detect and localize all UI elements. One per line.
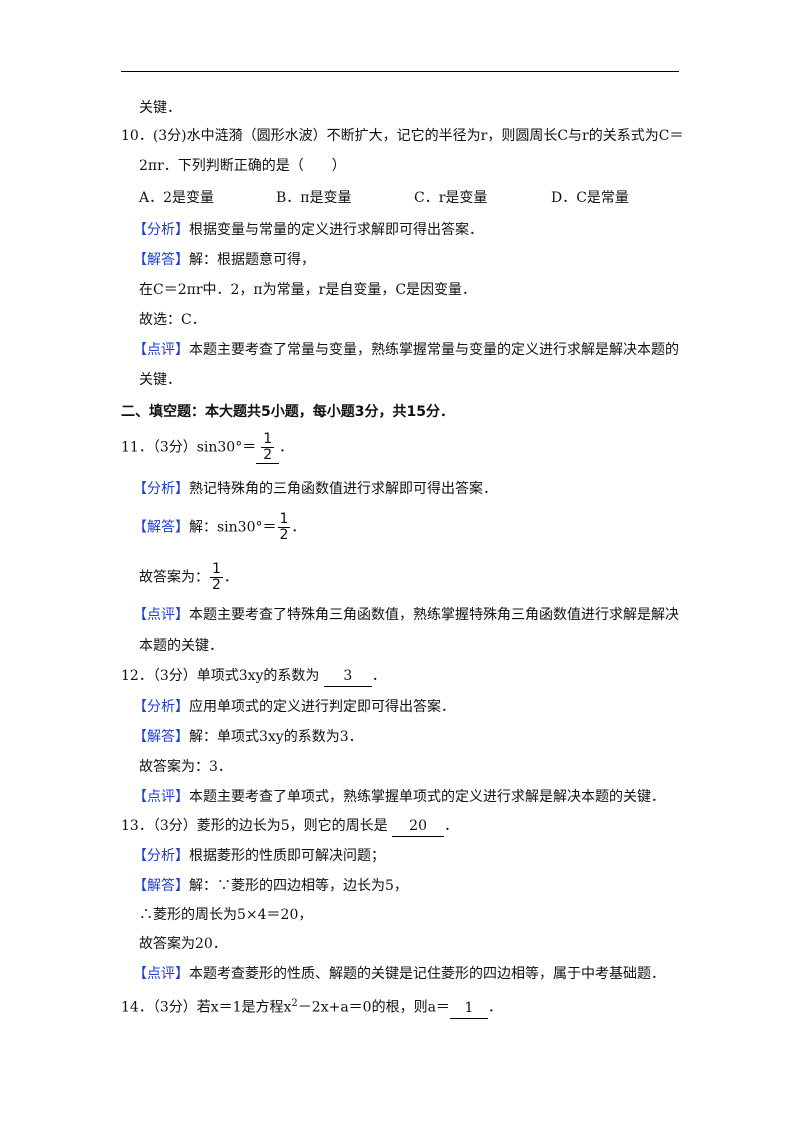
comment-line: 【点评】本题主要考查了常量与变量，熟练掌握常量与变量的定义进行求解是解决本题的 bbox=[133, 340, 679, 360]
analysis-text: 根据变量与常量的定义进行求解即可得出答案． bbox=[189, 222, 483, 238]
solution-text: 解：sin30°＝ bbox=[189, 519, 277, 536]
period: ． bbox=[487, 999, 502, 1016]
period: ． bbox=[444, 818, 459, 834]
solution-step: 在C＝2πr中．2，π为常量，r是自变量，C是因变量． bbox=[139, 282, 477, 298]
analysis-tag: 【分析】 bbox=[133, 222, 189, 238]
solution-text: 解：单项式3xy的系数为3． bbox=[189, 729, 363, 745]
solution-tag: 【解答】 bbox=[133, 878, 189, 894]
section-heading: 二、填空题：本大题共5小题，每小题3分，共15分． bbox=[121, 404, 454, 420]
text-line: 关键． bbox=[139, 100, 181, 116]
solution-final: 故答案为：3． bbox=[139, 759, 232, 775]
comment-tag: 【点评】 bbox=[133, 789, 189, 805]
analysis-line: 【分析】根据变量与常量的定义进行求解即可得出答案． bbox=[133, 220, 483, 240]
fraction-denominator: 2 bbox=[212, 577, 221, 593]
comment-text: 本题考查菱形的性质、解题的关键是记住菱形的四边相等，属于中考基础题． bbox=[189, 966, 665, 982]
comment-line: 【点评】本题主要考查了单项式，熟练掌握单项式的定义进行求解是解决本题的关键． bbox=[133, 787, 665, 807]
question-14-answer: 1 bbox=[449, 998, 488, 1019]
solution-tag: 【解答】 bbox=[133, 729, 189, 745]
question-13-answer: 20 bbox=[392, 816, 445, 837]
option-c: C．r是变量 bbox=[414, 190, 488, 206]
analysis-text: 根据菱形的性质即可解决问题； bbox=[189, 848, 385, 864]
fraction-denominator: 2 bbox=[263, 447, 273, 463]
analysis-tag: 【分析】 bbox=[133, 481, 189, 497]
comment-cont: 本题的关键． bbox=[139, 638, 223, 654]
question-12-answer: 3 bbox=[323, 666, 372, 687]
comment-text: 本题主要考查了特殊角三角函数值，熟练掌握特殊角三角函数值进行求解是解决 bbox=[189, 607, 679, 623]
question-11-text: 11．（3分）sin30°＝ bbox=[121, 439, 257, 456]
question-14: 14．（3分）若x＝1是方程x2－2x+a＝0的根，则a＝1． bbox=[121, 994, 502, 1019]
question-12-text: 12．（3分）单项式3xy的系数为 bbox=[121, 668, 320, 684]
fraction-numerator: 1 bbox=[263, 431, 273, 447]
comment-tag: 【点评】 bbox=[133, 342, 189, 358]
question-10-stem: 10．(3分)水中涟漪（圆形水波）不断扩大，记它的半径为r，则圆周长C与r的关系… bbox=[121, 128, 684, 144]
question-13: 13．（3分）菱形的边长为5，则它的周长是 20． bbox=[121, 816, 458, 837]
comment-text: 本题主要考查了单项式，熟练掌握单项式的定义进行求解是解决本题的关键． bbox=[189, 789, 665, 805]
solution-text: 解：∵菱形的四边相等，边长为5， bbox=[189, 878, 408, 894]
option-d: D．C是常量 bbox=[551, 190, 629, 206]
solution-tag: 【解答】 bbox=[133, 252, 189, 268]
fraction-numerator: 1 bbox=[279, 511, 289, 527]
question-12: 12．（3分）单项式3xy的系数为 3． bbox=[121, 666, 386, 687]
solution-text: 解：根据题意可得， bbox=[189, 252, 315, 268]
solution-step: ∴菱形的周长为5×4＝20， bbox=[139, 907, 313, 923]
solution-final: 故选：C． bbox=[139, 312, 206, 328]
period: ． bbox=[223, 569, 238, 586]
solution-line: 【解答】解：∵菱形的四边相等，边长为5， bbox=[133, 876, 408, 896]
period: ． bbox=[291, 519, 306, 536]
comment-line: 【点评】本题主要考查了特殊角三角函数值，熟练掌握特殊角三角函数值进行求解是解决 bbox=[133, 605, 679, 625]
period: ． bbox=[371, 668, 386, 684]
comment-text: 本题主要考查了常量与变量，熟练掌握常量与变量的定义进行求解是解决本题的 bbox=[189, 342, 679, 358]
analysis-text: 应用单项式的定义进行判定即可得出答案． bbox=[189, 699, 455, 715]
analysis-tag: 【分析】 bbox=[133, 848, 189, 864]
comment-cont: 关键． bbox=[139, 372, 181, 388]
fraction-numerator: 1 bbox=[212, 561, 221, 577]
analysis-line: 【分析】熟记特殊角的三角函数值进行求解即可得出答案． bbox=[133, 479, 497, 499]
comment-line: 【点评】本题考查菱形的性质、解题的关键是记住菱形的四边相等，属于中考基础题． bbox=[133, 964, 665, 984]
question-10-stem-cont: 2πr．下列判断正确的是（ ） bbox=[139, 158, 346, 174]
fraction-denominator: 2 bbox=[279, 527, 289, 543]
analysis-tag: 【分析】 bbox=[133, 699, 189, 715]
analysis-line: 【分析】应用单项式的定义进行判定即可得出答案． bbox=[133, 697, 455, 717]
question-13-text: 13．（3分）菱形的边长为5，则它的周长是 bbox=[121, 818, 388, 834]
comment-tag: 【点评】 bbox=[133, 607, 189, 623]
question-14-text-cont: －2x+a＝0的根，则a＝ bbox=[297, 999, 450, 1016]
option-b: B．π是变量 bbox=[276, 190, 352, 206]
solution-tag: 【解答】 bbox=[133, 519, 189, 536]
option-a: A．2是变量 bbox=[139, 190, 215, 206]
question-14-text: 14．（3分）若x＝1是方程x bbox=[121, 999, 292, 1016]
solution-line: 【解答】解：单项式3xy的系数为3． bbox=[133, 727, 363, 747]
exponent: 2 bbox=[291, 998, 298, 1009]
analysis-text: 熟记特殊角的三角函数值进行求解即可得出答案． bbox=[189, 481, 497, 497]
solution-final: 故答案为20． bbox=[139, 936, 227, 952]
period: ． bbox=[279, 439, 294, 456]
final-answer-label: 故答案为： bbox=[139, 569, 209, 586]
solution-line: 【解答】解：根据题意可得， bbox=[133, 250, 315, 270]
comment-tag: 【点评】 bbox=[133, 966, 189, 982]
header-rule bbox=[121, 71, 679, 72]
analysis-line: 【分析】根据菱形的性质即可解决问题； bbox=[133, 846, 385, 866]
